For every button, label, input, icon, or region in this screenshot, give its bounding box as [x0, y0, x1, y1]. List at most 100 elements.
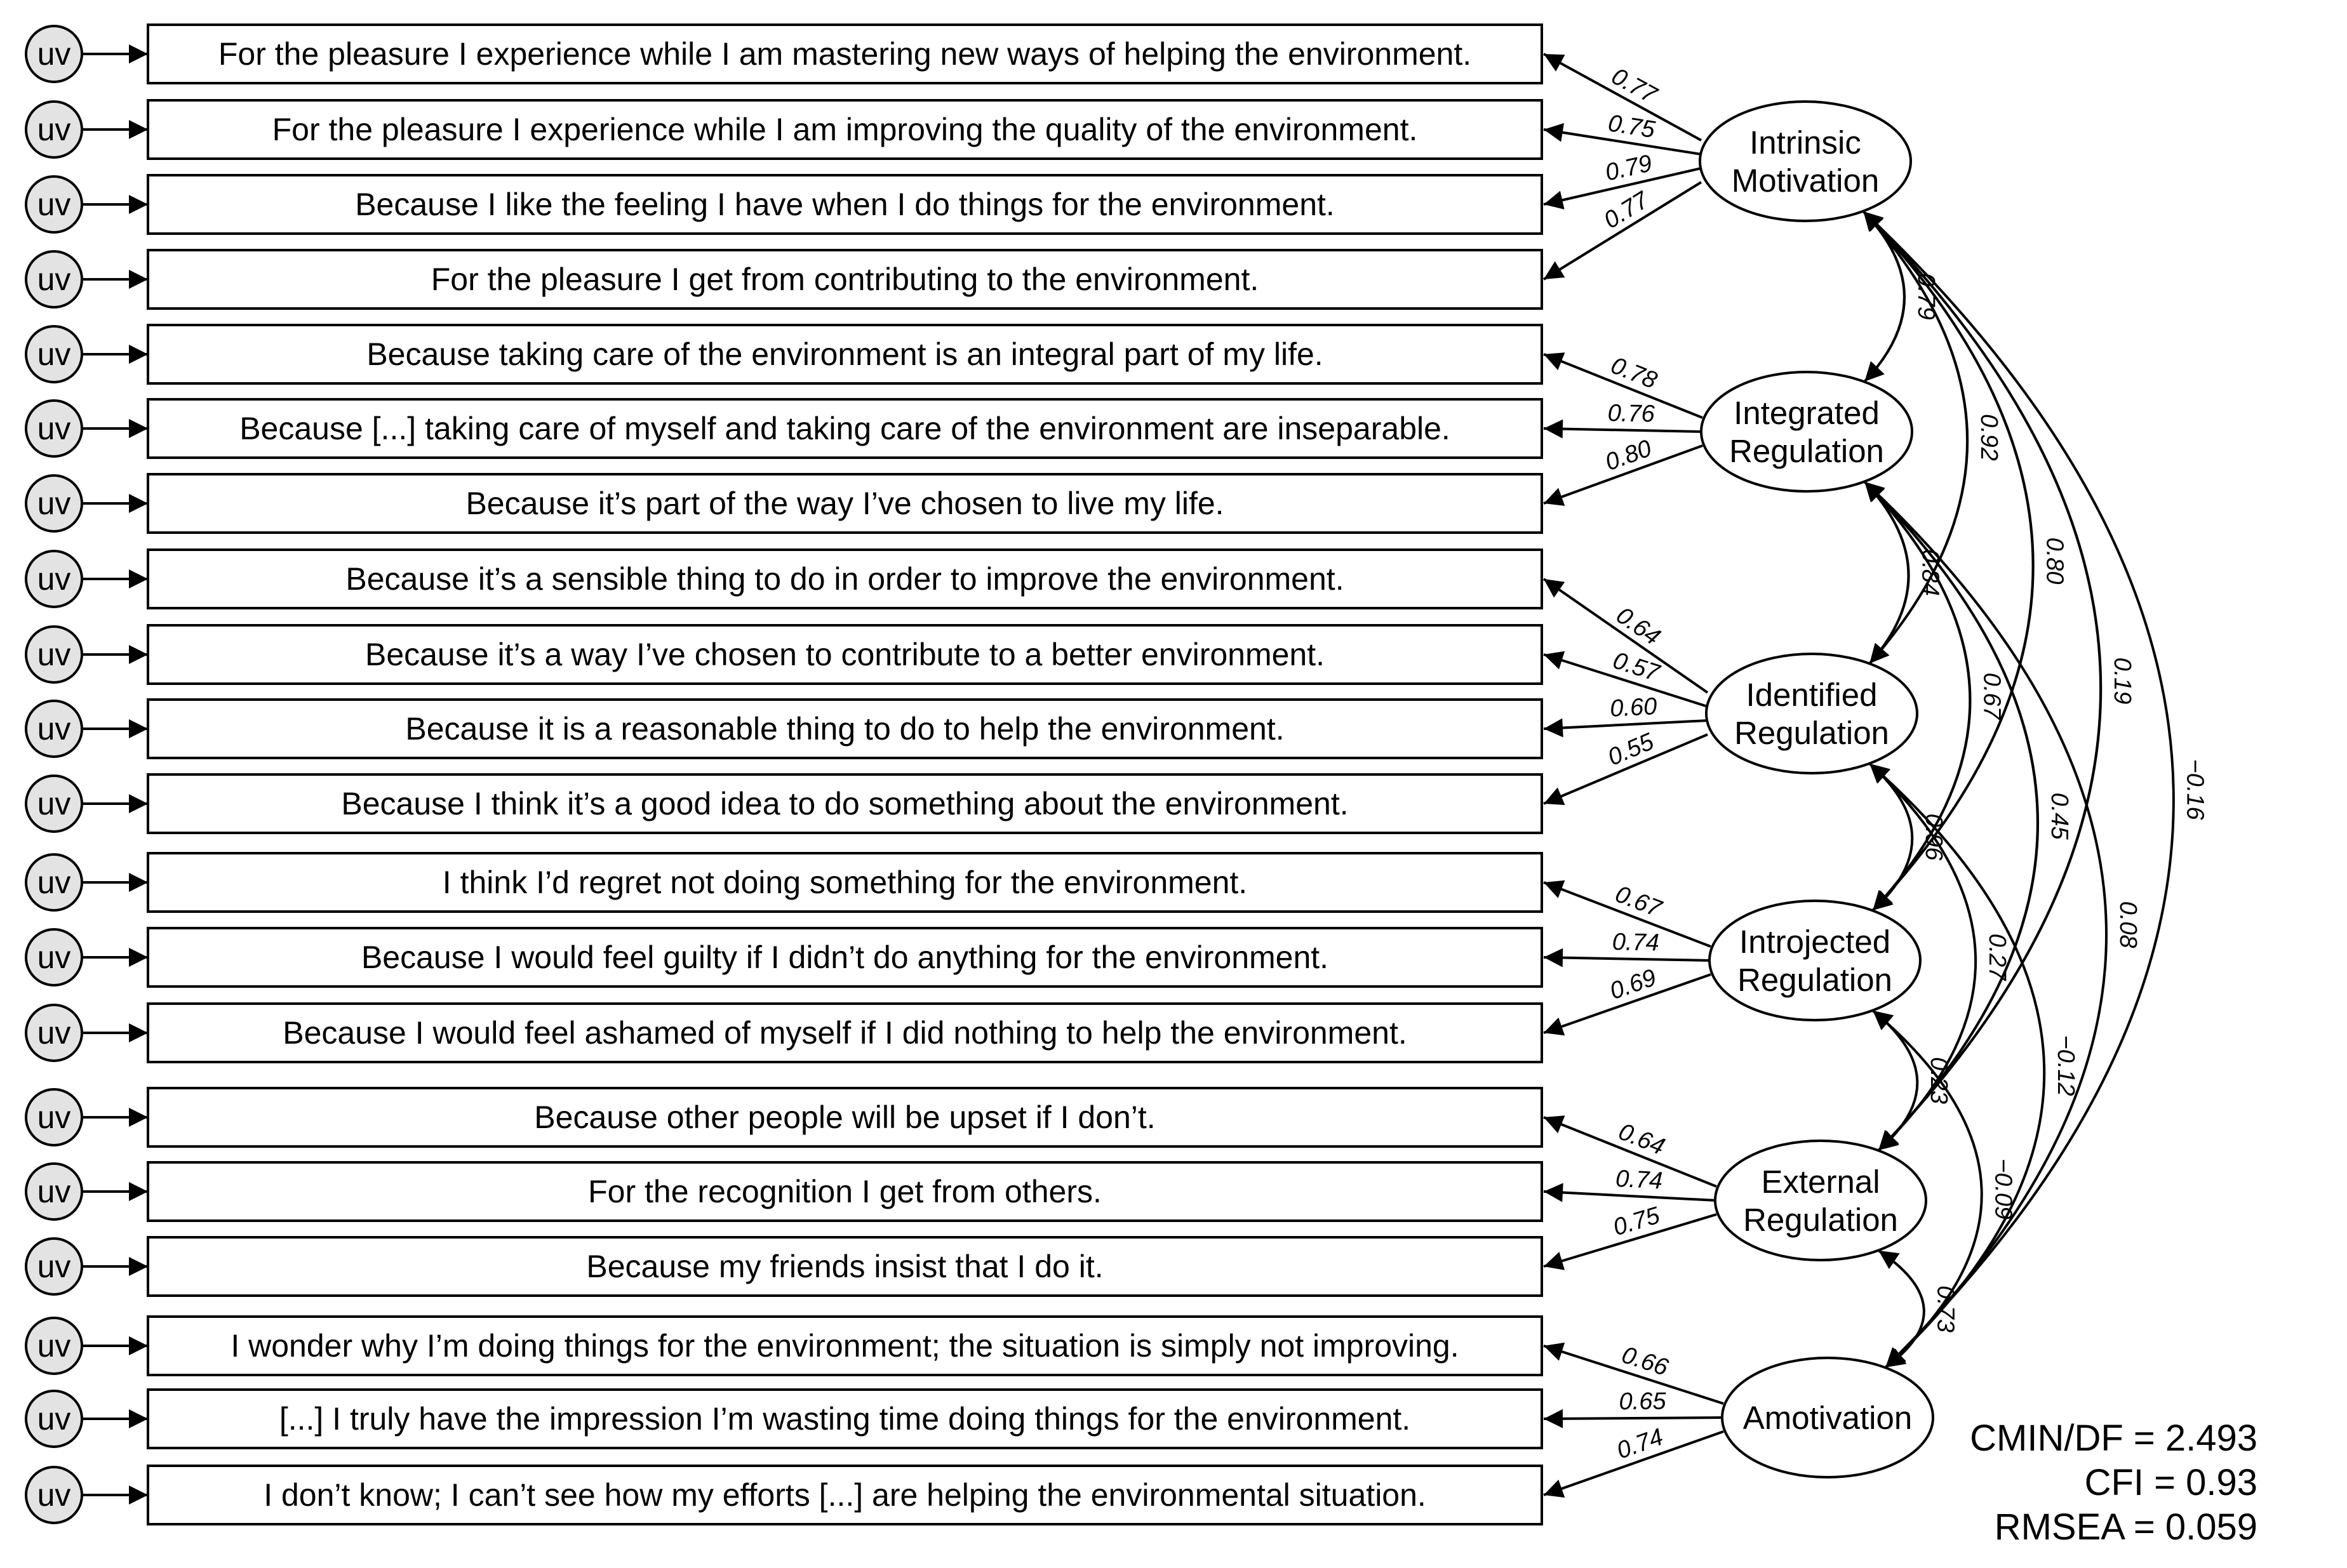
uv-label: uv — [37, 637, 71, 672]
factor-loadings: 0.770.750.790.770.780.760.800.640.570.60… — [1542, 53, 1724, 1498]
factor-label: Amotivation — [1743, 1400, 1912, 1436]
loading-value: 0.75 — [1606, 110, 1657, 143]
loading-arrow — [1543, 733, 1708, 806]
indicator-box — [147, 698, 1543, 759]
correlation-arc — [1863, 481, 1972, 912]
correlation-value: −0.16 — [2182, 759, 2209, 820]
uv-label: uv — [37, 940, 71, 975]
factor-ellipse — [1714, 1139, 1927, 1261]
indicator-box — [147, 1161, 1543, 1222]
indicator-text: For the pleasure I get from contributing… — [431, 262, 1259, 297]
loading-value: 0.74 — [1612, 929, 1660, 956]
factor-ellipse — [1708, 900, 1922, 1021]
indicator-box — [147, 1388, 1543, 1449]
indicator-text: Because it’s a sensible thing to do in o… — [345, 561, 1344, 597]
loading-value: 0.67 — [1612, 880, 1666, 922]
item-row: uv Because I think it’s a good idea to do… — [25, 773, 1543, 834]
indicator-box — [147, 548, 1543, 609]
factor-label: Motivation — [1732, 163, 1879, 199]
indicator-text: Because I think it’s a good idea to do s… — [341, 786, 1348, 821]
loading-arrow — [1543, 419, 1703, 439]
correlation-arc — [1878, 1249, 1925, 1369]
uv-label: uv — [37, 786, 71, 821]
uv-label: uv — [37, 187, 71, 222]
factor-ellipse — [1705, 653, 1918, 774]
factor-correlations: 0.790.920.800.19−0.160.840.670.450.080.9… — [1862, 210, 2209, 1369]
loading-value: 0.55 — [1604, 728, 1658, 771]
loading-value: 0.74 — [1614, 1424, 1667, 1465]
correlation-arc — [1868, 762, 1977, 1152]
loading-value: 0.74 — [1615, 1166, 1663, 1195]
loading-arrow — [1543, 1409, 1724, 1428]
uv-label: uv — [37, 36, 71, 72]
factor-ellipse — [1699, 100, 1912, 222]
uv-label: uv — [37, 1401, 71, 1437]
indicator-text: Because it’s a way I’ve chosen to contri… — [365, 637, 1325, 672]
factor-label: Identified — [1746, 677, 1878, 713]
correlation-arc — [1862, 210, 2035, 912]
item-row: uv For the pleasure I experience while I … — [25, 23, 1543, 84]
correlation-arc — [1863, 481, 2039, 1152]
uv-label: uv — [37, 112, 71, 147]
factor-label: Regulation — [1737, 962, 1892, 998]
loading-arrow — [1543, 1115, 1717, 1188]
loading-arrow — [1543, 973, 1711, 1036]
factor-label: Regulation — [1743, 1202, 1898, 1238]
correlation-value: 0.92 — [1976, 414, 2002, 461]
indicator-box — [147, 624, 1543, 685]
factor-label: Integrated — [1734, 395, 1880, 431]
correlation-value: 0.27 — [1984, 933, 2010, 981]
uv-label: uv — [37, 1015, 71, 1051]
loading-arrow — [1543, 53, 1702, 142]
indicator-box — [147, 324, 1543, 385]
indicator-box — [147, 249, 1543, 310]
indicator-box — [147, 473, 1543, 534]
loading-value: 0.66 — [1619, 1341, 1672, 1381]
loading-arrow — [1543, 123, 1702, 156]
indicator-text: Because other people will be upset if I … — [534, 1100, 1155, 1135]
indicator-box — [147, 174, 1543, 235]
correlation-value: 0.08 — [2115, 901, 2141, 948]
correlation-value: −0.12 — [2052, 1035, 2079, 1096]
correlation-arc — [1863, 481, 1910, 665]
loading-arrow — [1543, 444, 1703, 506]
indicator-text: Because I would feel guilty if I didn’t … — [361, 940, 1328, 975]
fit-rmsea: RMSEA = 0.059 — [1995, 1506, 2257, 1548]
indicator-text: Because my friends insist that I do it. — [586, 1249, 1103, 1284]
factor-label: External — [1761, 1164, 1880, 1200]
indicator-text: For the recognition I get from others. — [588, 1174, 1102, 1209]
correlation-arc — [1862, 210, 1969, 665]
loading-arrow — [1543, 352, 1703, 419]
correlation-arc — [1872, 1009, 1983, 1369]
loading-arrow — [1543, 1213, 1717, 1270]
correlation-arc — [1863, 481, 2108, 1369]
uv-label: uv — [37, 1477, 71, 1513]
indicator-box — [147, 1087, 1543, 1148]
loading-arrow — [1543, 1342, 1724, 1405]
correlation-arc — [1862, 210, 2175, 1369]
fit-cmin-df: CMIN/DF = 2.493 — [1970, 1418, 2257, 1459]
loading-value: 0.57 — [1610, 647, 1664, 687]
indicator-box — [147, 1002, 1543, 1063]
correlation-value: 0.19 — [2109, 657, 2136, 704]
indicator-text: For the pleasure I experience while I am… — [218, 36, 1471, 72]
latent-factors: IntrinsicMotivationIntegratedRegulationI… — [1699, 100, 1934, 1478]
indicator-box — [147, 773, 1543, 834]
loading-arrow — [1542, 578, 1709, 694]
indicator-text: [...] I truly have the impression I’m wa… — [279, 1401, 1410, 1437]
indicator-text: I think I’d regret not doing something f… — [443, 865, 1247, 900]
indicator-box — [147, 99, 1543, 160]
factor-ellipse — [1721, 1357, 1934, 1478]
indicator-box — [147, 1315, 1543, 1376]
loading-value: 0.64 — [1615, 1119, 1668, 1160]
